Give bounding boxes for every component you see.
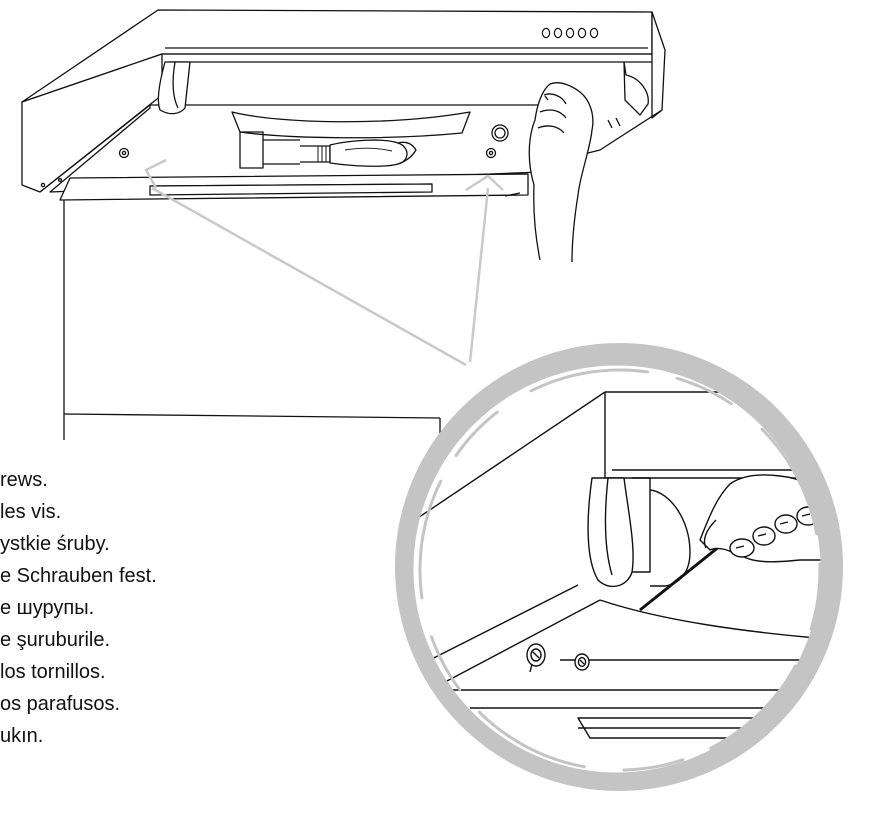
control-button — [589, 27, 599, 39]
screw-icon — [526, 643, 546, 673]
pointer-lines — [144, 158, 504, 367]
chimney — [63, 200, 441, 470]
screwdriver-icon — [639, 544, 723, 612]
control-button — [577, 27, 587, 39]
magnifier-detail — [395, 343, 843, 791]
control-button — [553, 27, 563, 39]
hand-icon — [528, 82, 594, 263]
screw-icon — [574, 653, 590, 671]
control-button — [541, 27, 551, 39]
control-button — [565, 27, 575, 39]
control-buttons — [541, 27, 599, 39]
range-hood — [21, 9, 666, 201]
